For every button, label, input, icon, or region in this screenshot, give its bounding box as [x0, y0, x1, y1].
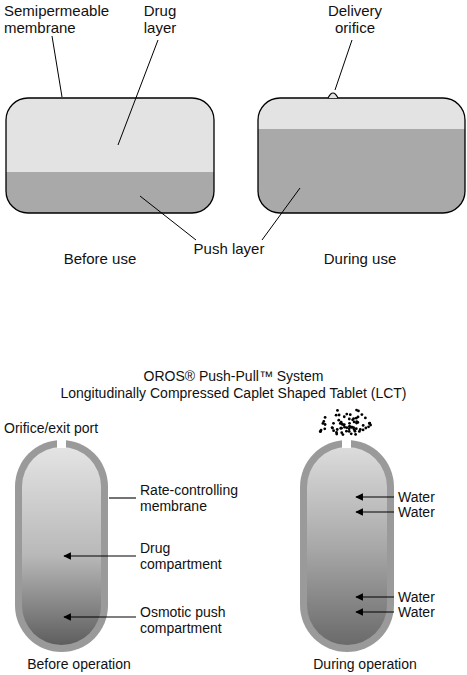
part-label: Water	[398, 589, 458, 605]
part-label: During operation	[290, 656, 440, 672]
spray-dot	[345, 430, 348, 433]
spray-dot	[332, 429, 335, 432]
spray-dot	[336, 409, 339, 412]
spray-dot	[343, 415, 346, 418]
spray-dot	[332, 422, 335, 425]
part-label: Drug compartment	[140, 540, 250, 572]
spray-dot	[339, 422, 342, 425]
part-label: Push layer	[170, 240, 288, 257]
spray-dot	[368, 422, 371, 425]
leader-lines	[52, 36, 352, 240]
spray-dot	[355, 422, 358, 425]
part-label: Water	[398, 489, 458, 505]
spray-dot	[340, 427, 343, 430]
part-label: Semipermeable membrane	[4, 2, 109, 37]
spray-dot	[348, 418, 351, 421]
caplet-during	[300, 439, 394, 652]
spray-dot	[320, 429, 323, 432]
spray-dot	[354, 430, 357, 433]
spray-dot	[339, 427, 342, 430]
pointer-arrows	[64, 497, 394, 617]
spray-dot	[343, 423, 346, 426]
part-label: Orifice/exit port	[4, 420, 134, 436]
spray-dot	[357, 416, 360, 419]
drug-spray	[319, 409, 372, 436]
spray-dot	[350, 432, 353, 435]
spray-dot	[335, 433, 338, 436]
part-label: Rate-controlling membrane	[140, 482, 265, 514]
spray-dot	[348, 422, 351, 425]
spray-dot	[345, 413, 348, 416]
spray-dot	[321, 422, 324, 425]
spray-dot	[354, 433, 357, 436]
spray-dot	[364, 427, 367, 430]
spray-dot	[349, 413, 352, 416]
spray-dot	[355, 427, 358, 430]
spray-dot	[335, 414, 338, 417]
spray-dot	[358, 430, 361, 433]
caplet-before	[15, 439, 108, 652]
spray-dot	[348, 430, 351, 433]
part-label: Before use	[30, 250, 170, 267]
tablet-before	[6, 98, 214, 213]
spray-dot	[323, 427, 326, 430]
spray-dot	[362, 429, 365, 432]
spray-dot	[338, 414, 341, 417]
part-label: During use	[290, 250, 430, 267]
spray-dot	[360, 413, 363, 416]
spray-dot	[342, 433, 345, 436]
part-label: Water	[398, 604, 458, 620]
part-label: Before operation	[4, 656, 154, 672]
tablet-during	[258, 93, 465, 213]
spray-dot	[342, 424, 345, 427]
spray-dot	[350, 426, 353, 429]
part-label: Osmotic push compartment	[140, 604, 250, 636]
spray-dot	[364, 417, 367, 420]
part-label: Drug layer	[128, 2, 192, 37]
spray-dot	[331, 427, 334, 430]
spray-dot	[324, 416, 327, 419]
spray-dot	[368, 422, 371, 425]
part-label: Water	[398, 504, 458, 520]
spray-dot	[337, 419, 340, 422]
spray-dot	[336, 428, 339, 431]
spray-dot	[362, 424, 365, 427]
part-label: OROS® Push-Pull™ System	[0, 368, 467, 384]
spray-dot	[355, 409, 358, 412]
part-label: Longitudinally Compressed Caplet Shaped …	[0, 385, 467, 401]
spray-dot	[351, 418, 354, 421]
spray-dot	[331, 426, 334, 429]
part-label: Delivery orifice	[310, 2, 400, 37]
